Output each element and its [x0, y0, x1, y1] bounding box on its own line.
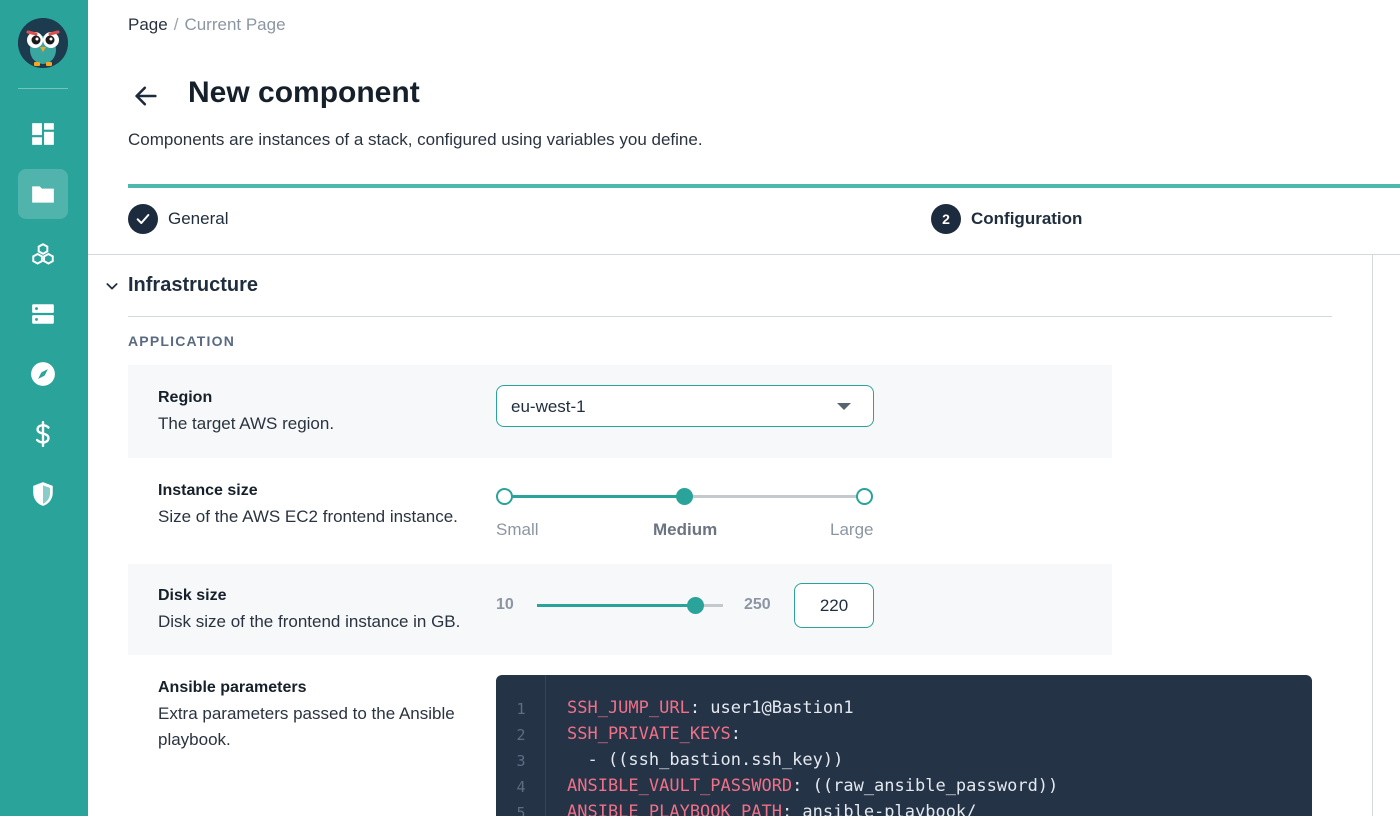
code-line: SSH_JUMP_URL: user1@Bastion1 [567, 698, 854, 718]
breadcrumb-separator: / [173, 15, 179, 34]
code-key: ANSIBLE_PLAYBOOK_PATH [567, 802, 782, 816]
arrow-left-icon [135, 86, 157, 106]
sidebar-item-dashboard[interactable] [18, 109, 68, 159]
back-button[interactable] [130, 80, 162, 112]
code-key: ANSIBLE_VAULT_PASSWORD [567, 776, 793, 796]
code-line: ANSIBLE_PLAYBOOK_PATH: ansible-playbook/ [567, 802, 976, 816]
breadcrumb-current: Current Page [184, 15, 286, 34]
field-row-region: Region The target AWS region. eu-west-1 [128, 365, 1112, 458]
line-number: 4 [516, 778, 526, 796]
code-line: ANSIBLE_VAULT_PASSWORD: ((raw_ansible_pa… [567, 776, 1058, 796]
field-name: Disk size [158, 587, 227, 604]
panel-border [1372, 254, 1373, 816]
step-label: Configuration [971, 209, 1083, 228]
line-number: 2 [516, 726, 526, 744]
sidebar [0, 0, 88, 816]
option-label-medium: Medium [653, 520, 718, 539]
stepper-progress-bar [128, 184, 1400, 188]
segment-track [685, 495, 865, 498]
step-label: General [168, 209, 229, 228]
line-number: 3 [516, 752, 526, 770]
disk-size-slider-handle[interactable] [687, 597, 704, 614]
section-toggle-infrastructure[interactable]: Infrastructure [104, 274, 258, 297]
code-line: - ((ssh_bastion.ssh_key)) [567, 750, 843, 770]
sidebar-item-costs[interactable] [18, 409, 68, 459]
field-row-ansible-parameters: Ansible parameters Extra parameters pass… [128, 655, 1112, 816]
field-row-instance-size: Instance size Size of the AWS EC2 fronte… [128, 458, 1112, 564]
disk-size-input[interactable]: 220 [794, 583, 874, 628]
server-icon [32, 304, 54, 324]
region-select-value: eu-west-1 [511, 397, 586, 416]
disk-size-max: 250 [744, 596, 771, 613]
group-label: APPLICATION [128, 333, 236, 349]
owl-logo-icon[interactable] [18, 18, 68, 68]
field-help: Disk size of the frontend instance in GB… [158, 612, 461, 631]
line-number: 1 [516, 700, 526, 718]
step-general[interactable]: General [128, 204, 228, 234]
field-help: Extra parameters passed to the Ansible p… [158, 704, 455, 749]
line-number-gutter: 1 2 3 4 5 [496, 675, 546, 816]
code-line: SSH_PRIVATE_KEYS: [567, 724, 741, 744]
region-select[interactable]: eu-west-1 [496, 385, 874, 427]
sidebar-item-security[interactable] [18, 469, 68, 519]
breadcrumb-parent[interactable]: Page [128, 15, 168, 34]
compass-icon [31, 362, 55, 386]
page-description: Components are instances of a stack, con… [128, 130, 703, 149]
ansible-code-editor[interactable]: 1 2 3 4 5 SSH_JUMP_URL: user1@Bastion1 S… [496, 675, 1312, 816]
page-title: New component [188, 76, 420, 109]
field-row-disk-size: Disk size Disk size of the frontend inst… [128, 564, 1112, 655]
field-name: Region [158, 389, 213, 406]
disk-size-min: 10 [496, 596, 514, 613]
instance-size-option-large[interactable] [856, 488, 873, 505]
step-configuration[interactable]: 2 Configuration [931, 204, 1082, 234]
check-icon [128, 204, 158, 234]
stepper-divider [88, 254, 1400, 255]
sidebar-item-projects[interactable] [18, 169, 68, 219]
field-help: The target AWS region. [158, 414, 335, 433]
code-value: : [730, 724, 742, 744]
instance-size-option-medium[interactable] [676, 488, 693, 505]
code-value: - ((ssh_bastion.ssh_key)) [567, 750, 844, 770]
sidebar-item-stacks[interactable] [18, 229, 68, 279]
step-number: 2 [931, 204, 961, 234]
breadcrumb: Page / Current Page [128, 15, 286, 35]
instance-size-option-small[interactable] [496, 488, 513, 505]
code-value: : user1@Bastion1 [689, 698, 854, 718]
field-help: Size of the AWS EC2 frontend instance. [158, 507, 458, 526]
section-divider [128, 316, 1332, 317]
code-key: SSH_JUMP_URL [567, 698, 690, 718]
option-label-large: Large [830, 520, 874, 539]
chevron-down-icon [106, 282, 118, 290]
caret-down-icon [837, 403, 851, 410]
field-name: Ansible parameters [158, 679, 307, 696]
folder-icon [32, 186, 54, 203]
code-key: SSH_PRIVATE_KEYS [567, 724, 731, 744]
sidebar-item-explore[interactable] [18, 349, 68, 399]
section-title: Infrastructure [128, 274, 259, 296]
sidebar-item-infrastructure[interactable] [18, 289, 68, 339]
sidebar-divider [18, 88, 68, 89]
option-label-small: Small [496, 520, 539, 539]
segment-track-filled [505, 495, 685, 498]
dollar-icon [35, 421, 50, 447]
code-value: : ansible-playbook/ [781, 802, 977, 816]
line-number: 5 [516, 804, 526, 816]
slider-track-filled [537, 604, 696, 607]
slider-track [696, 604, 723, 607]
shield-icon [33, 482, 53, 506]
field-name: Instance size [158, 482, 258, 499]
code-value: : ((raw_ansible_password)) [792, 776, 1059, 796]
dashboard-icon [32, 123, 54, 145]
cubes-icon [32, 243, 54, 265]
